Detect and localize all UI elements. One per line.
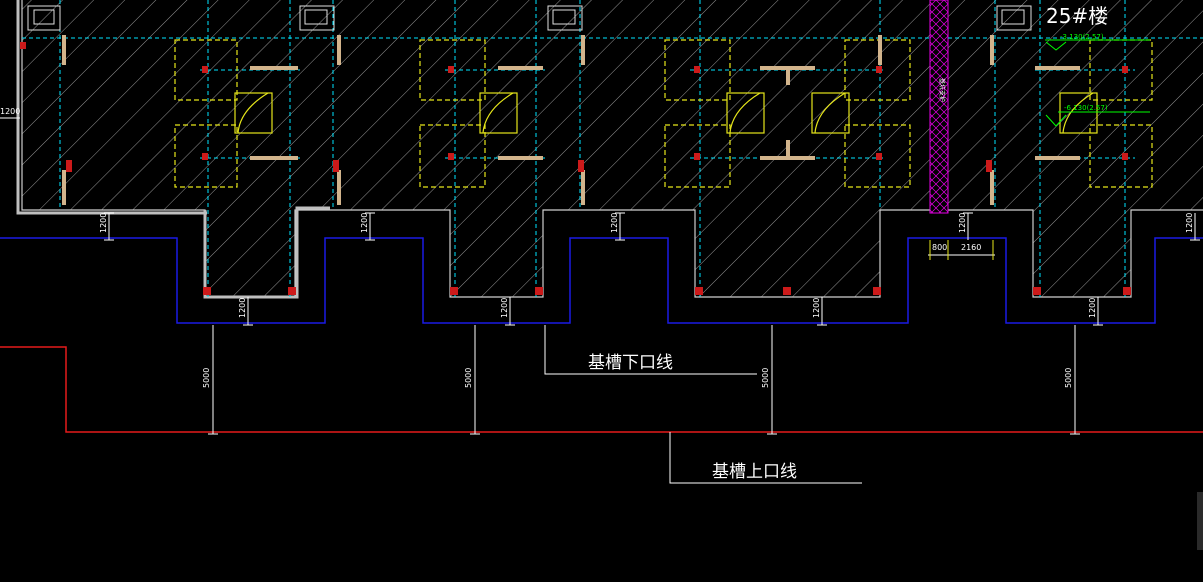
elevator-symbols bbox=[234, 92, 1098, 134]
shaft-crosshatch bbox=[929, 0, 949, 214]
elevation-marks bbox=[1045, 39, 1150, 127]
protrusion-4 bbox=[1033, 210, 1131, 297]
dim-1200-a: 1200 bbox=[99, 213, 108, 233]
axis-lines bbox=[22, 0, 1203, 297]
dim-1200-d: 1200 bbox=[958, 213, 967, 233]
lower-edge-line bbox=[0, 237, 1203, 324]
dim-5000-a: 5000 bbox=[202, 368, 211, 388]
dim-1200-e: 1200 bbox=[1185, 213, 1194, 233]
pile-caps bbox=[174, 39, 1153, 188]
dim-1200-h: 1200 bbox=[812, 298, 821, 318]
dim-1200-c: 1200 bbox=[610, 213, 619, 233]
upper-edge-label: 基槽上口线 bbox=[712, 462, 797, 482]
footprint-hatch-right bbox=[948, 0, 1203, 210]
dim-1200-f: 1200 bbox=[238, 298, 247, 318]
label-leaders bbox=[544, 325, 862, 484]
dim-1200-b: 1200 bbox=[360, 213, 369, 233]
scrollbar-stub[interactable] bbox=[1197, 492, 1203, 550]
vertical-tag: 基坑支护 bbox=[938, 78, 946, 102]
protrusion-1 bbox=[205, 210, 295, 297]
dim-left-partial: 1200 bbox=[0, 107, 20, 116]
elevation-mid: -6.130(2.57) bbox=[1064, 104, 1108, 112]
footprint-left-edge bbox=[16, 0, 207, 215]
dimension-lines-yellow bbox=[929, 240, 994, 260]
dim-800: 800 bbox=[932, 243, 947, 252]
dim-2160: 2160 bbox=[961, 243, 981, 252]
building-label: 25#楼 bbox=[1046, 4, 1108, 28]
protrusion-3 bbox=[695, 210, 880, 297]
dim-5000-b: 5000 bbox=[464, 368, 473, 388]
dim-1200-g: 1200 bbox=[500, 298, 509, 318]
elevation-top: -3.130(2.57) bbox=[1060, 33, 1104, 41]
dim-5000-d: 5000 bbox=[1064, 368, 1073, 388]
lower-edge-label: 基槽下口线 bbox=[588, 353, 673, 373]
dimension-lines bbox=[0, 117, 1200, 435]
footprint-hatch bbox=[22, 0, 930, 210]
building-footprint bbox=[16, 0, 1203, 299]
walls bbox=[62, 35, 1080, 205]
top-fixtures bbox=[27, 5, 1032, 31]
protrusion-1-edge bbox=[203, 206, 330, 299]
upper-edge-line bbox=[0, 346, 1203, 433]
dim-5000-c: 5000 bbox=[761, 368, 770, 388]
column-markers bbox=[20, 42, 1131, 295]
dim-1200-i: 1200 bbox=[1088, 298, 1097, 318]
protrusion-2 bbox=[450, 210, 543, 297]
